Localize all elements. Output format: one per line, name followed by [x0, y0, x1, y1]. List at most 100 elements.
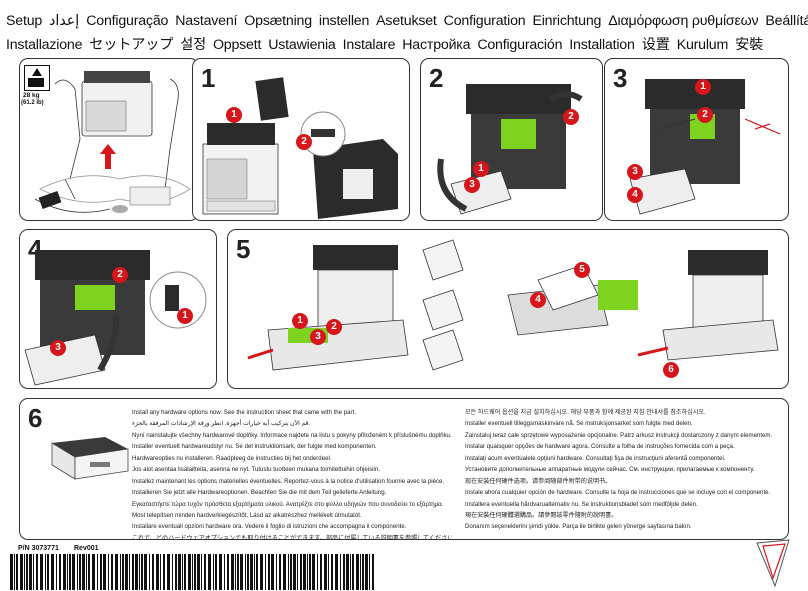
barcode-bar	[245, 554, 246, 590]
instructions-right-column: 모든 하드웨어 옵션을 지금 설치하십시오. 해당 부품과 함께 제공된 지침 …	[465, 407, 785, 533]
barcode-bar	[360, 554, 361, 590]
barcode-bar	[149, 554, 150, 590]
callout-marker-5: 5	[574, 262, 590, 278]
panel-step-4: 4 1 2 3	[19, 229, 217, 389]
barcode-bar	[172, 554, 173, 590]
step-number: 6	[28, 403, 43, 433]
instruction-line: 現在安裝任何硬體選購品。請參閱該零件隨附的說明書。	[465, 511, 618, 519]
panel-step-2: 2 1 2 3	[420, 58, 603, 221]
barcode-bar	[331, 554, 333, 590]
header-language-word: Διαμόρφωση ρυθμίσεων	[608, 13, 759, 29]
instruction-line: Nyní nainstalujte všechny hardwarové dop…	[132, 431, 452, 439]
barcode-bar	[56, 554, 57, 590]
instruction-line: Instale ahora cualquier opción de hardwa…	[465, 489, 771, 497]
instruction-line: Install any hardware options now. See th…	[132, 409, 356, 416]
barcode-bar	[335, 554, 338, 590]
callout-marker-2: 2	[326, 319, 342, 335]
barcode-bar	[328, 554, 329, 590]
header-language-word: Configuração	[86, 13, 169, 29]
barcode-bar	[365, 554, 368, 590]
barcode-bar	[356, 554, 359, 590]
barcode-bar	[59, 554, 61, 590]
barcode-bar	[265, 554, 266, 590]
header-language-word: instellen	[318, 13, 370, 29]
header-language-word: セットアップ	[89, 37, 174, 53]
barcode-bar	[352, 554, 354, 590]
instruction-line: Hardwareopties nu installeren. Raadpleeg…	[132, 454, 332, 462]
barcode-bar	[254, 554, 255, 590]
barcode-bar	[346, 554, 349, 590]
barcode-bar	[129, 554, 130, 590]
step-number: 5	[236, 234, 251, 264]
barcode-bar	[350, 554, 351, 590]
barcode-bar	[283, 554, 286, 590]
instruction-line: Установите дополнительные аппаратные мод…	[465, 466, 755, 474]
barcode-bar	[184, 554, 186, 590]
barcode-bar	[79, 554, 81, 590]
barcode-bar	[125, 554, 128, 590]
header-language-word: Installation	[569, 37, 635, 53]
barcode-bar	[144, 554, 147, 590]
callout-marker-4: 4	[530, 292, 546, 308]
barcode-bar	[293, 554, 296, 590]
barcode-bar	[47, 554, 49, 590]
barcode-bar	[303, 554, 306, 590]
barcode-bar	[26, 554, 28, 590]
instruction-line: Instalaţi acum eventualele opţiuni hardw…	[465, 454, 726, 462]
barcode-bar	[260, 554, 263, 590]
instruction-line: これで、どのハードウェアオプションでも取り付けることができます。部品に付属してい…	[132, 534, 452, 540]
step-number: 3	[613, 63, 628, 93]
barcode-bar	[40, 554, 43, 590]
instruction-line: Most telepítsen minden hardverkiegészítő…	[132, 511, 362, 519]
barcode-bar	[192, 554, 193, 590]
header-language-word: Ustawienia	[268, 37, 336, 53]
callout-marker-1: 1	[695, 79, 711, 95]
callout-marker-3: 3	[627, 164, 643, 180]
header-language-word: Configuración	[477, 37, 563, 53]
header-language-word: Asetukset	[376, 13, 437, 29]
barcode-bar	[135, 554, 138, 590]
barcode-bar	[309, 554, 311, 590]
callout-marker-3: 3	[50, 340, 66, 356]
barcode-bar	[369, 554, 370, 590]
barcode-bar	[63, 554, 66, 590]
panel-step-3: 3 1 2 3 4	[604, 58, 789, 221]
barcode-bar	[51, 554, 54, 590]
barcode-bar	[256, 554, 258, 590]
header-language-word: Einrichtung	[532, 13, 602, 29]
barcode-bar	[10, 554, 13, 590]
barcode-bar	[317, 554, 318, 590]
barcode-bar	[82, 554, 85, 590]
instruction-line: Εγκαταστήστε τώρα τυχόν πρόσθετα εξαρτήμ…	[132, 500, 444, 508]
callout-marker-1: 1	[473, 161, 489, 177]
barcode-bar	[247, 554, 249, 590]
barcode-bar	[224, 554, 225, 590]
barcode-bar	[237, 554, 239, 590]
barcode-bar	[36, 554, 38, 590]
barcode-bar	[307, 554, 308, 590]
header-language-word: Nastavení	[175, 13, 238, 29]
barcode-bar	[201, 554, 202, 590]
barcode-bar	[103, 554, 106, 590]
step-number: 1	[201, 63, 216, 93]
header-language-word: Настройка	[402, 37, 471, 53]
callout-marker-3: 3	[310, 329, 326, 345]
printer-illustration	[437, 84, 583, 215]
instruction-line: Installera eventuella hårdvarualternativ…	[465, 500, 698, 508]
barcode-bar	[77, 554, 78, 590]
panel-step-1: 1 1 2	[192, 58, 410, 221]
panel-step-5: 5 1 2 3 4 5 6	[227, 229, 789, 389]
barcode-bar	[141, 554, 143, 590]
instruction-line: 모든 하드웨어 옵션을 지금 설치하십시오. 해당 부품과 함께 제공된 지침 …	[465, 409, 706, 416]
header-language-word: 설정	[180, 37, 206, 53]
callout-marker-2: 2	[296, 134, 312, 150]
callout-marker-1: 1	[292, 313, 308, 329]
callout-marker-2: 2	[563, 109, 579, 125]
revision: Rev001	[74, 545, 99, 552]
barcode-bar	[204, 554, 206, 590]
barcode-bar	[340, 554, 341, 590]
printer-illustration	[629, 79, 781, 215]
barcode-bar	[160, 554, 161, 590]
